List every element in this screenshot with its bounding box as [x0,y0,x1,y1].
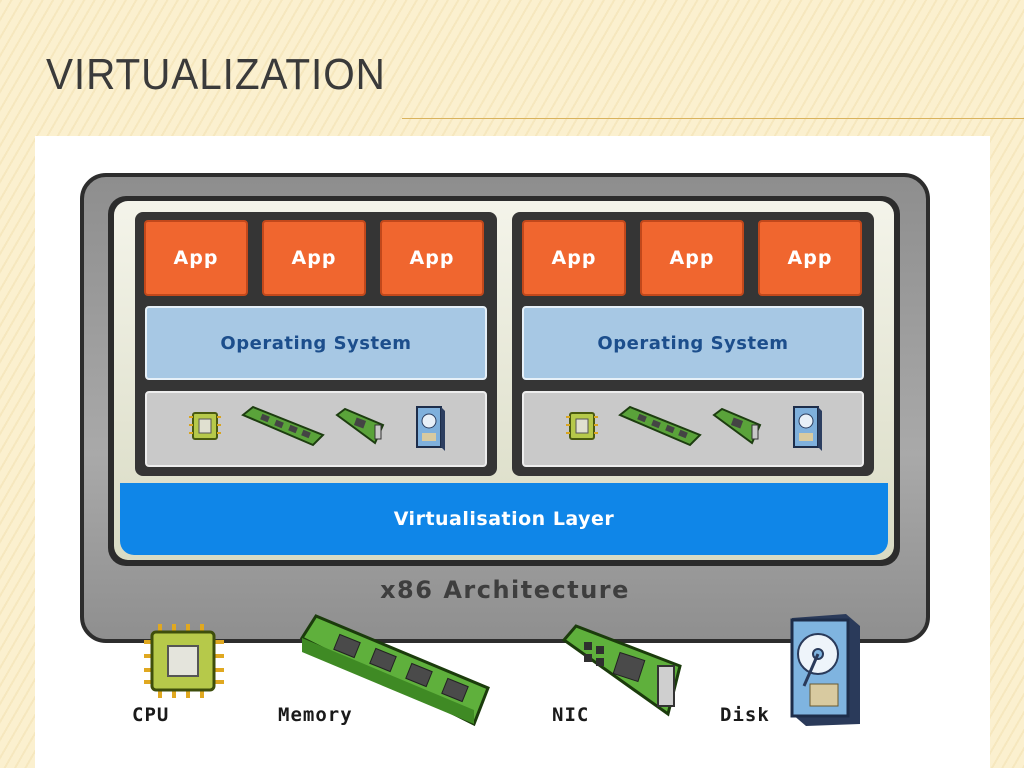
vm1-virtual-hardware [145,391,487,467]
cpu-label: CPU [132,704,170,726]
vm2-app-3: App [758,220,862,296]
memory-module-icon [241,405,325,447]
network-card-icon [561,624,682,717]
cpu-chip-icon [189,412,221,440]
vm2-virtual-hardware [522,391,864,467]
vm2-operating-system: Operating System [522,306,864,380]
vm1-operating-system: Operating System [145,306,487,380]
network-card-icon [712,407,762,445]
vm2-app-2: App [640,220,744,296]
title-divider [402,118,1024,119]
memory-module-icon [299,614,490,727]
cpu-chip-icon [144,624,224,698]
virtualization-layer: Virtualisation Layer [120,483,888,555]
disk-label: Disk [720,704,770,726]
hard-disk-icon [793,406,822,451]
memory-module-icon [618,405,702,447]
vm1-app-2: App [262,220,366,296]
hard-disk-icon [790,614,860,726]
cpu-chip-icon [566,412,598,440]
nic-label: NIC [552,704,590,726]
vm1-app-1: App [144,220,248,296]
memory-label: Memory [278,704,353,726]
network-card-icon [335,407,385,445]
hard-disk-icon [416,406,445,451]
architecture-label: x86 Architecture [380,576,630,604]
vm1-app-3: App [380,220,484,296]
slide-title: VIRTUALIZATION [46,50,386,99]
vm2-app-1: App [522,220,626,296]
